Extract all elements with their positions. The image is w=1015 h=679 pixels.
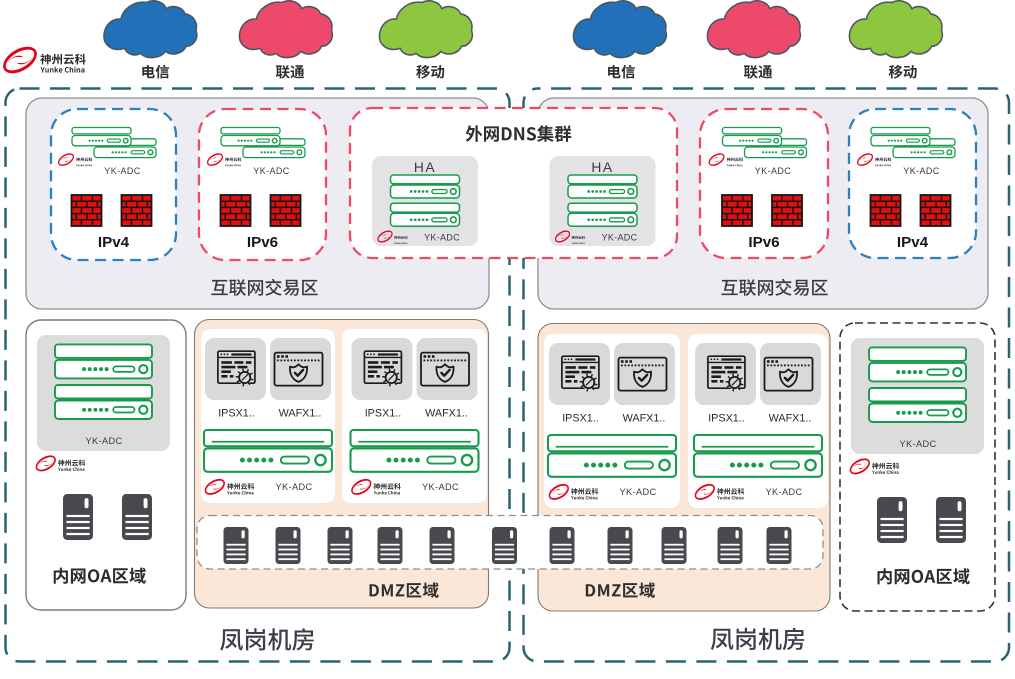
svg-text:IPv4: IPv4 — [98, 234, 130, 251]
svg-text:IPv4: IPv4 — [897, 234, 929, 251]
svg-text:YK-ADC: YK-ADC — [619, 487, 656, 497]
svg-text:YK-ADC: YK-ADC — [422, 482, 459, 492]
svg-text:IPv6: IPv6 — [247, 234, 278, 251]
svg-text:YK-ADC: YK-ADC — [85, 436, 122, 446]
svg-text:IPSX1..: IPSX1.. — [218, 407, 255, 419]
svg-text:YK-ADC: YK-ADC — [424, 233, 460, 243]
svg-text:YK-ADC: YK-ADC — [253, 166, 290, 176]
svg-text:YK-ADC: YK-ADC — [755, 166, 792, 176]
svg-text:IPv6: IPv6 — [748, 234, 779, 251]
svg-text:YK-ADC: YK-ADC — [275, 482, 312, 492]
svg-text:IPSX1..: IPSX1.. — [708, 412, 745, 424]
svg-text:WAFX1..: WAFX1.. — [769, 412, 812, 424]
svg-text:YK-ADC: YK-ADC — [903, 166, 940, 176]
svg-text:IPSX1..: IPSX1.. — [365, 407, 402, 419]
svg-text:YK-ADC: YK-ADC — [602, 233, 638, 243]
svg-text:WAFX1..: WAFX1.. — [279, 407, 322, 419]
svg-text:HA: HA — [591, 160, 613, 175]
svg-text:YK-ADC: YK-ADC — [104, 166, 141, 176]
svg-text:WAFX1..: WAFX1.. — [623, 412, 666, 424]
svg-text:YK-ADC: YK-ADC — [765, 487, 802, 497]
svg-text:IPSX1..: IPSX1.. — [562, 412, 599, 424]
svg-text:YK-ADC: YK-ADC — [899, 439, 936, 449]
svg-text:HA: HA — [414, 160, 436, 175]
svg-text:WAFX1..: WAFX1.. — [425, 407, 468, 419]
